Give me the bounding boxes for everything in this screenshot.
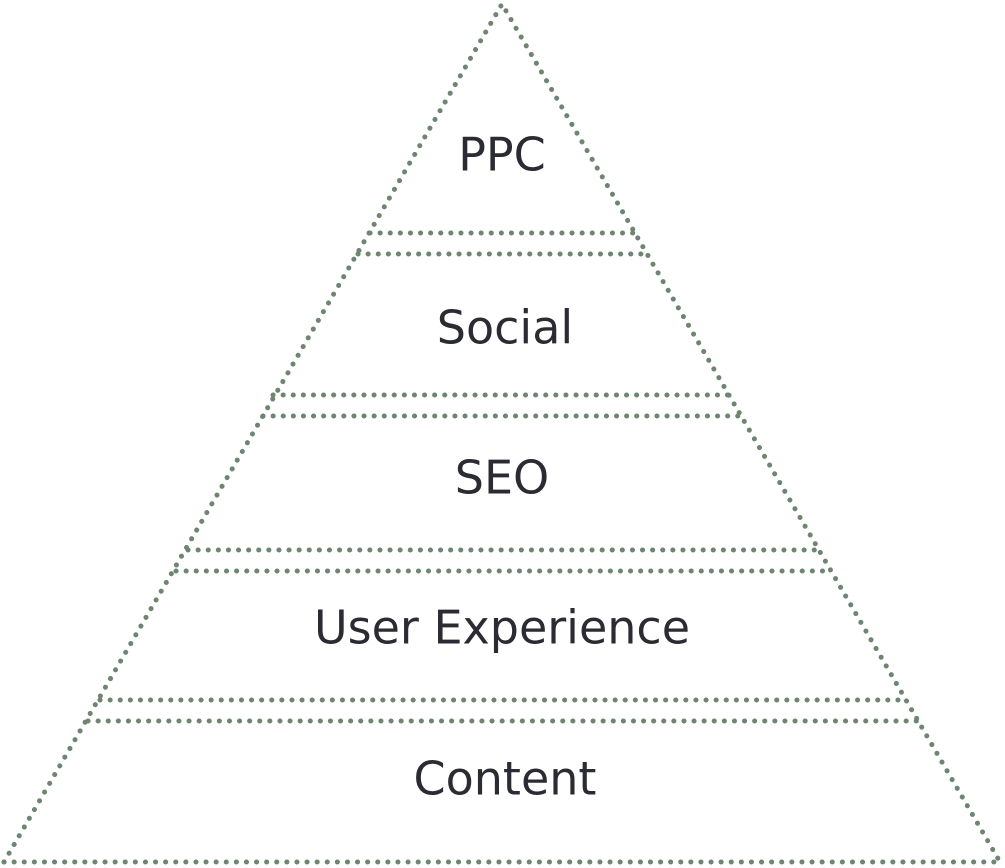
tier-label-seo: SEO [455, 451, 549, 505]
tier-label-social: Social [437, 301, 573, 355]
tier-label-ppc: PPC [458, 128, 546, 182]
tier-label-user-experience: User Experience [314, 601, 690, 655]
tier-label-content: Content [414, 752, 597, 806]
